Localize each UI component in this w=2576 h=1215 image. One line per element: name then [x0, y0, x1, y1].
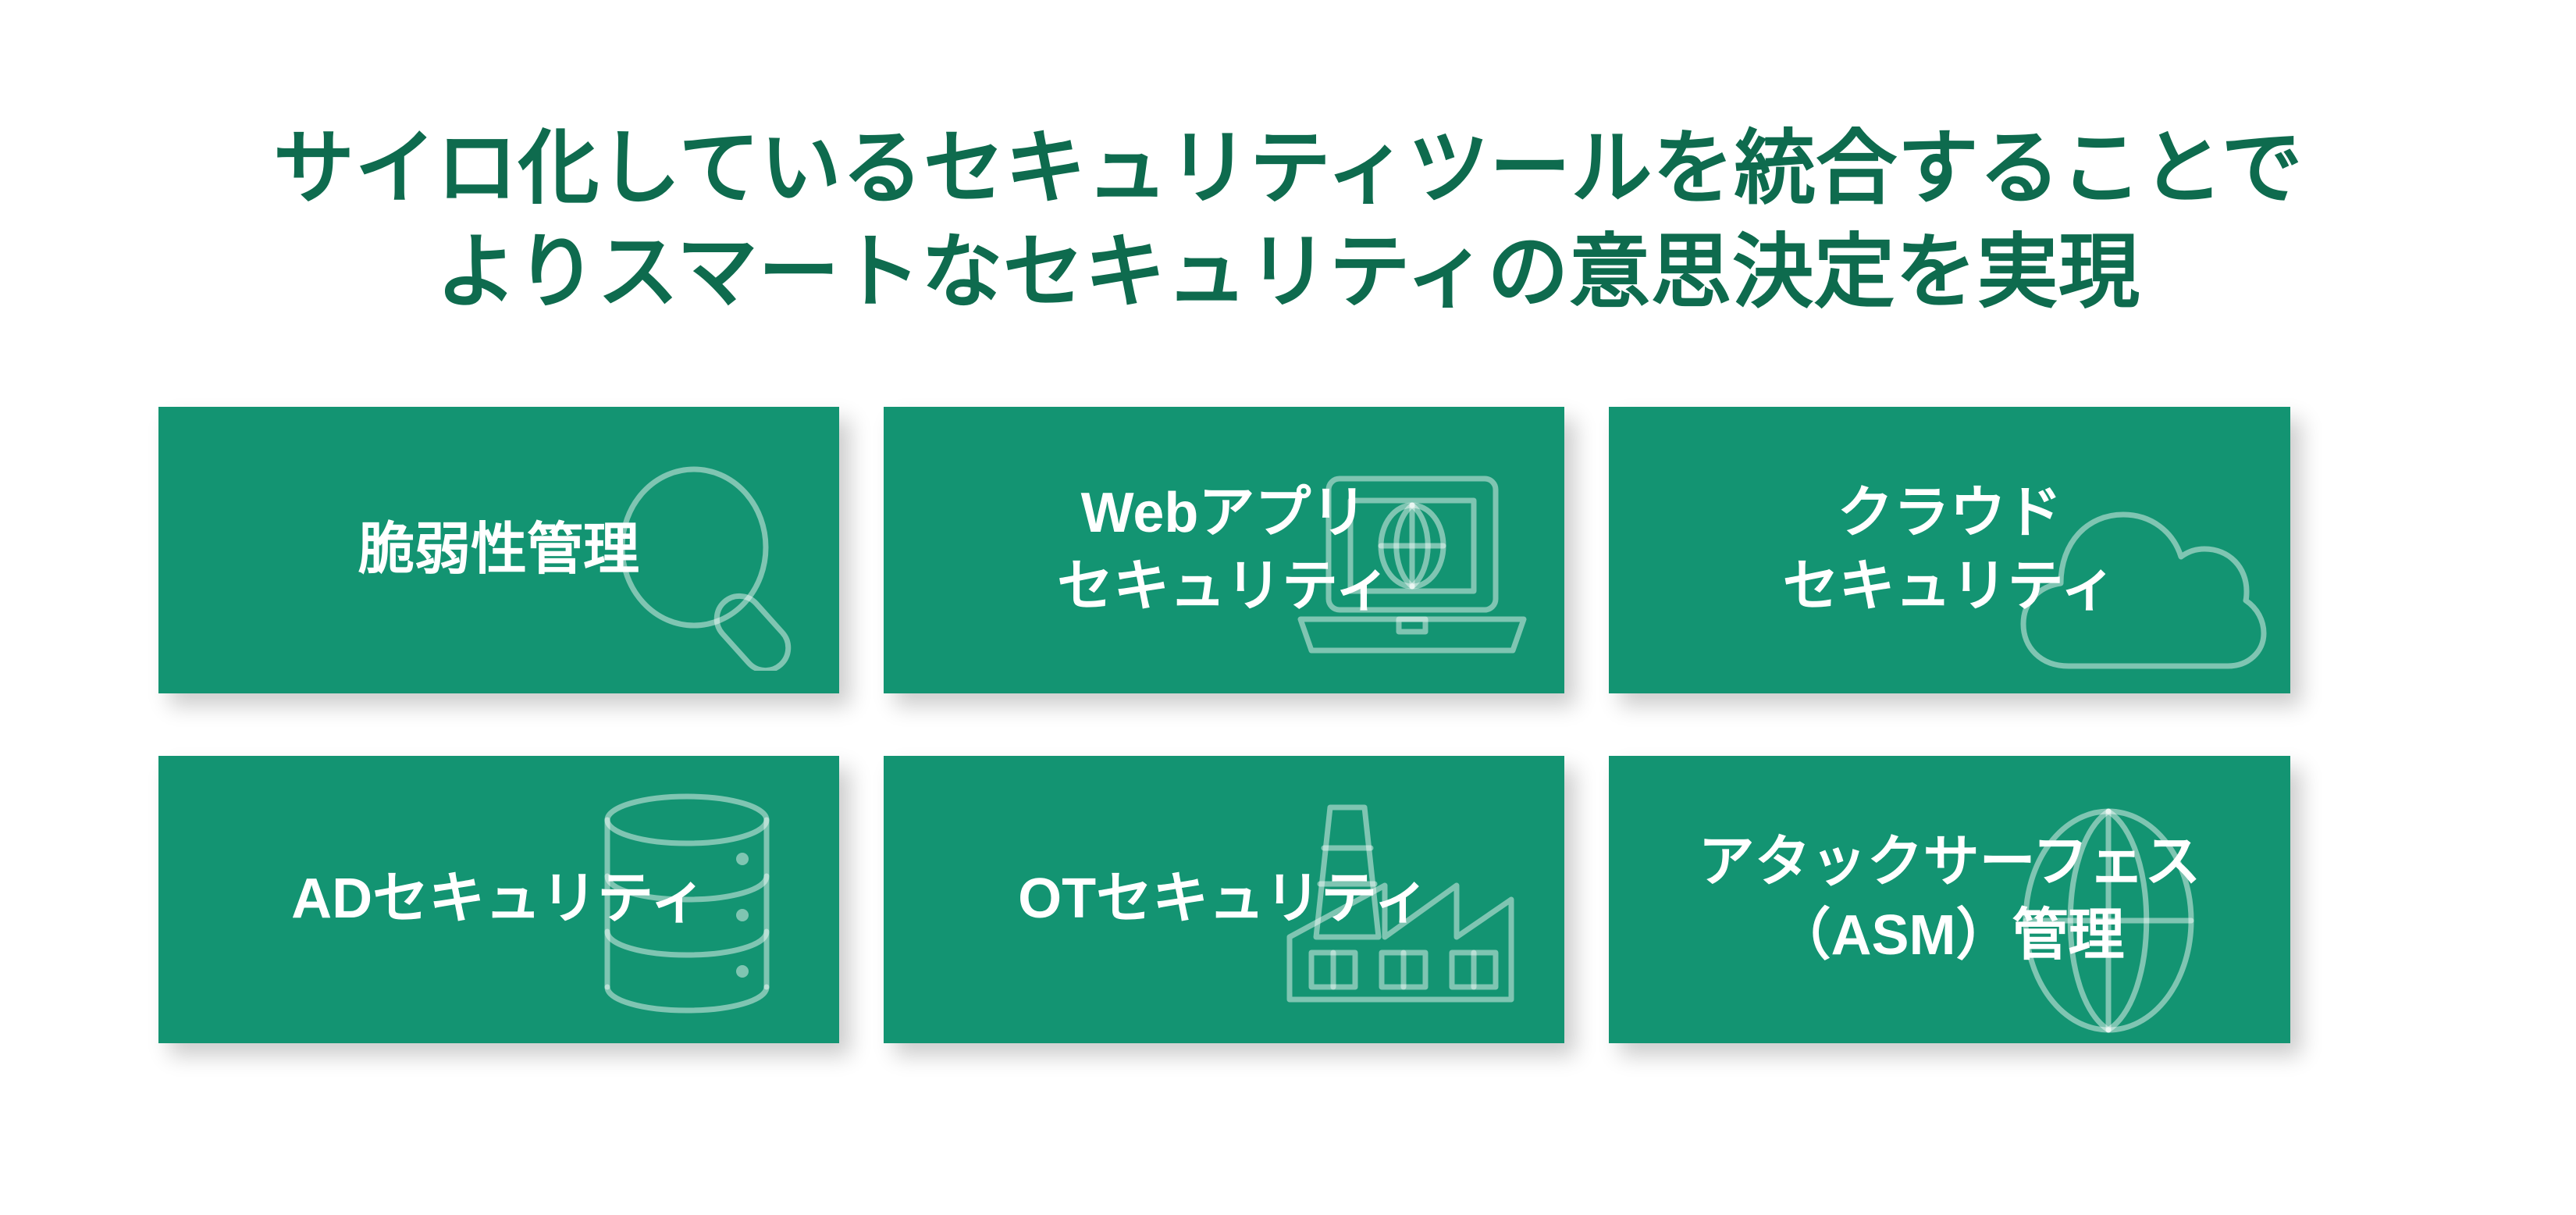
- card-label: ADセキュリティ: [291, 868, 706, 931]
- card-attack-surface-management[interactable]: アタックサーフェス （ASM）管理: [1609, 756, 2290, 1043]
- card-web-app-security[interactable]: Webアプリ セキュリティ: [884, 407, 1564, 693]
- page-title-line-2: よりスマートなセキュリティの意思決定を実現: [436, 227, 2140, 319]
- card-label: OTセキュリティ: [1018, 868, 1430, 931]
- card-vulnerability-management[interactable]: 脆弱性管理: [158, 407, 839, 693]
- card-cloud-security[interactable]: クラウド セキュリティ: [1609, 407, 2290, 693]
- page-title: サイロ化しているセキュリティツールを統合することで よりスマートなセキュリティの…: [0, 117, 2576, 325]
- card-ot-security[interactable]: OTセキュリティ: [884, 756, 1564, 1043]
- card-label: クラウド セキュリティ: [1782, 481, 2117, 618]
- card-ad-security[interactable]: ADセキュリティ: [158, 756, 839, 1043]
- page-title-line-1: サイロ化しているセキュリティツールを統合することで: [272, 123, 2304, 214]
- card-label: Webアプリ セキュリティ: [1057, 481, 1391, 618]
- security-capability-grid: 脆弱性管理 Webアプリ セキュリティ: [158, 407, 2290, 1043]
- card-label: アタックサーフェス （ASM）管理: [1698, 831, 2201, 967]
- card-label: 脆弱性管理: [358, 518, 639, 581]
